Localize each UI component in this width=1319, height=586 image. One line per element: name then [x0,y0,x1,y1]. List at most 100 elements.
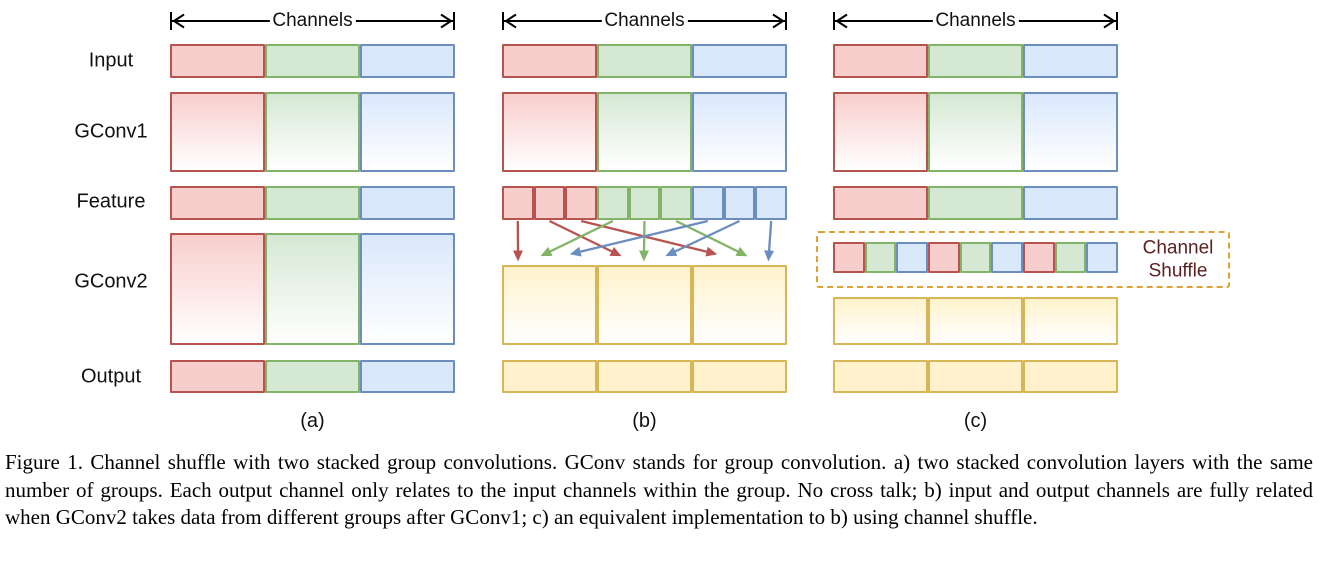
channels-label: Channels [932,10,1019,32]
channels-dimension-arrow: Channels [833,10,1118,32]
cross-group-arrows [512,219,775,262]
channel-segment-green [928,44,1023,78]
diagram-a: Channels (a) [170,0,455,440]
channel-segment-yellow [833,360,928,393]
channel-shuffle-box: Channel Shuffle [816,231,1230,288]
shuffle-arrow-blue-6 [569,219,709,257]
channel-segment-green [265,92,360,172]
row-label-input: Input [88,49,134,72]
channel-segment-yellow [597,360,692,393]
channel-segment-red [170,233,265,345]
channel-segment-blue [692,44,787,78]
channel-segment-green [628,186,661,220]
subfigure-label-c: (c) [963,410,988,432]
channel-segment-yellow [502,265,597,345]
channel-segment-red [833,92,928,172]
channel-segment-red [533,186,566,220]
input-bar [502,44,787,78]
channel-segment-blue [360,233,455,345]
shuffle-arrow-blue-8 [764,220,775,262]
channel-segment-yellow [1023,360,1118,393]
arrow-head-right-icon [772,13,785,29]
arrow-endbar-left [502,12,504,30]
output-bar [502,360,787,393]
channel-segment-red [502,44,597,78]
channel-segment-green [265,233,360,345]
channel-segment-blue [360,186,455,220]
channel-segment-yellow [692,360,787,393]
channel-segment-yellow [597,265,692,345]
channel-segment-yellow [928,297,1023,345]
channel-segment-yellow [1023,297,1118,345]
feature-cells-bar [502,186,788,220]
channel-segment-red [565,186,598,220]
channel-segment-red [833,242,865,273]
arrow-endbar-right [1116,12,1118,30]
diagram-b: Channels (b) [502,0,788,440]
figure-caption: Figure 1. Channel shuffle with two stack… [5,450,1313,529]
channel-segment-blue [755,186,788,220]
channels-label: Channels [601,10,688,32]
diagram-c: Channels Channel Shuffle (c) [816,0,1230,440]
channels-label: Channels [269,10,356,32]
row-label-output: Output [80,365,142,388]
channel-segment-blue [360,92,455,172]
channel-segment-red [170,92,265,172]
channel-segment-red [170,360,265,393]
gconv1-block [502,92,787,172]
gconv2-block [170,233,455,345]
row-label-gconv1: GConv1 [74,120,148,143]
channel-segment-red [170,186,265,220]
channel-segment-blue [692,186,724,220]
input-bar [170,44,455,78]
channel-segment-green [597,186,629,220]
subfigure-label-a: (a) [300,410,325,432]
channel-segment-green [597,44,692,78]
output-bar [170,360,455,393]
channel-segment-blue [1086,242,1119,273]
arrow-head-right-icon [1103,13,1116,29]
shuffle-arrow-green-3 [540,219,614,257]
channel-segment-blue [1023,186,1118,220]
channel-segment-green [928,92,1023,172]
channel-segment-blue [896,242,929,273]
gconv1-block [170,92,455,172]
channel-segment-blue [723,186,756,220]
channel-segment-green [597,92,692,172]
row-label-gconv2: GConv2 [74,270,148,293]
arrow-endbar-right [453,12,455,30]
channel-segment-yellow [692,265,787,345]
channel-segment-blue [991,242,1024,273]
channel-segment-yellow [928,360,1023,393]
gconv2-block [502,265,787,345]
channel-segment-green [265,186,360,220]
channel-segment-blue [1023,92,1118,172]
subfigure-label-b: (b) [632,410,657,432]
gconv2-block [833,297,1118,345]
input-bar [833,44,1118,78]
arrow-endbar-left [170,12,172,30]
channels-dimension-arrow: Channels [502,10,787,32]
channels-dimension-arrow: Channels [170,10,455,32]
arrow-endbar-left [833,12,835,30]
arrow-head-left-icon [172,13,185,29]
channel-shuffle-cells [833,242,1119,273]
channel-segment-red [833,44,928,78]
channel-segment-green [265,44,360,78]
output-bar [833,360,1118,393]
channel-segment-green [265,360,360,393]
channel-segment-blue [360,360,455,393]
arrow-endbar-right [785,12,787,30]
channel-segment-blue [1023,44,1118,78]
channel-segment-red [502,92,597,172]
channel-shuffle-label: Channel Shuffle [1142,236,1214,282]
shuffle-arrow-blue-7 [665,219,740,257]
arrow-head-right-icon [440,13,453,29]
channel-segment-green [959,242,992,273]
channel-segment-red [502,186,534,220]
arrow-head-left-icon [504,13,517,29]
channel-segment-yellow [502,360,597,393]
feature-bar [833,186,1118,220]
feature-bar [170,186,455,220]
